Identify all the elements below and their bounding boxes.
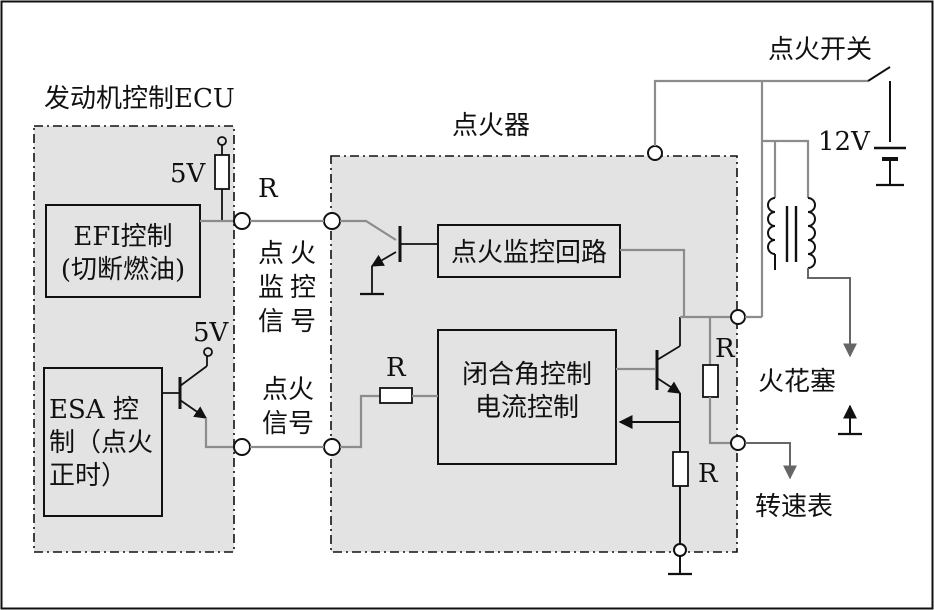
tach-resistor-label: R: [715, 334, 736, 364]
sense-resistor: [668, 451, 692, 576]
dwell-control-box: [437, 329, 617, 465]
efi-label-line1: EFI控制: [73, 222, 172, 252]
input-resistor-label: R: [386, 353, 407, 383]
monitor-signal-c1-1: 点: [258, 239, 284, 269]
esa-output-wire: [204, 418, 234, 449]
efi-label-line2: (切断燃油): [61, 255, 185, 285]
esa-control-box: [43, 367, 163, 517]
input-resistor: [340, 387, 438, 449]
sense-resistor-label: R: [698, 459, 719, 489]
monitor-signal-c2-2: 控: [290, 273, 316, 303]
igniter-title: 点火器: [452, 111, 530, 141]
monitor-signal-c1-2: 监: [258, 273, 284, 303]
monitor-signal-c2-1: 火: [290, 239, 316, 269]
ignition-signal-line2: 信号: [262, 409, 314, 439]
tachometer-label: 转速表: [755, 492, 833, 522]
ignition-switch: [867, 66, 891, 82]
esa-label-line3: 正时）: [49, 461, 127, 491]
battery-label: 12V: [818, 127, 871, 157]
dwell-label-line2: 电流控制: [475, 393, 579, 423]
ignition-switch-label: 点火开关: [768, 35, 872, 65]
monitor-signal-c1-3: 信: [258, 307, 284, 337]
dwell-label-line1: 闭合角控制: [462, 360, 592, 390]
ecu-5v-top-label: 5V: [170, 159, 207, 189]
ecu-5v-bottom-label: 5V: [193, 318, 230, 348]
battery: [874, 146, 906, 187]
coil-top-wire: [762, 139, 810, 198]
esa-label-line1: ESA 控: [49, 395, 139, 425]
monitor-circuit-label: 点火监控回路: [451, 238, 607, 268]
ecu-5v-pullup: [214, 136, 230, 221]
secondary-lead: [807, 268, 857, 358]
monitor-signal-c2-3: 号: [290, 307, 316, 337]
efi-control-box: [45, 204, 201, 298]
ignition-coil: [767, 197, 816, 270]
ecu-r-label: R: [258, 174, 279, 204]
spark-plug-label: 火花塞: [758, 367, 836, 397]
monitor-transistor: [340, 219, 438, 296]
esa-transistor: [162, 347, 213, 419]
ecu-title: 发动机控制ECU: [44, 84, 235, 114]
spark-plug-ground: [838, 404, 862, 436]
monitor-feedback-wire: [620, 248, 686, 317]
esa-label-line2: 制（点火: [49, 428, 153, 458]
tach-resistor: [702, 317, 732, 445]
tach-lead: [745, 442, 797, 480]
supply-wire: [653, 79, 868, 146]
ignition-signal-line1: 点火: [262, 375, 314, 405]
